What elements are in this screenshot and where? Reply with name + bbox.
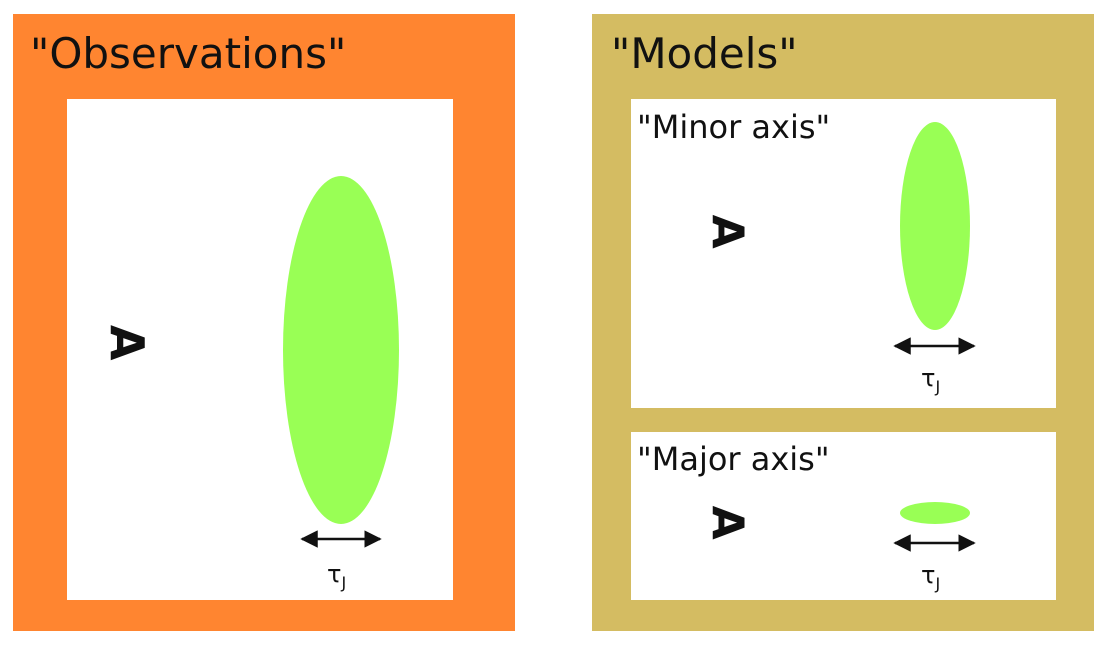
observation-ellipse (283, 176, 399, 524)
tau-symbol: τ (921, 364, 935, 392)
minor-axis-title: "Minor axis" (637, 108, 830, 146)
tau-symbol: τ (327, 560, 341, 588)
major-axis-panel (631, 432, 1056, 600)
tau-subscript: J (934, 574, 940, 593)
major-axis-ellipse (900, 502, 970, 524)
tau-subscript: J (934, 377, 940, 396)
svg-text:A: A (702, 506, 753, 540)
minor-axis-ellipse (900, 122, 970, 330)
eye-observer-icon: A (702, 215, 753, 249)
major-axis-panel-group: "Major axis" A τJ (631, 432, 1056, 600)
tau-subscript: J (340, 573, 346, 592)
eye-observer-icon: A (702, 506, 753, 540)
tau-symbol: τ (921, 561, 935, 589)
tau-label: τJ (921, 364, 940, 396)
minor-axis-panel-group: "Minor axis" A τJ (631, 99, 1056, 408)
models-title: "Models" (611, 29, 798, 78)
svg-text:A: A (702, 215, 753, 249)
eye-observer-icon: A (100, 325, 154, 361)
tau-label: τJ (921, 561, 940, 593)
tau-label: τJ (327, 560, 346, 592)
observations-group: "Observations" A τJ (13, 14, 515, 631)
observations-title: "Observations" (30, 29, 346, 78)
models-group: "Models" "Minor axis" A τJ "Major axis" … (592, 14, 1094, 631)
svg-text:A: A (100, 325, 154, 361)
minor-axis-panel (631, 99, 1056, 408)
major-axis-title: "Major axis" (637, 440, 830, 478)
